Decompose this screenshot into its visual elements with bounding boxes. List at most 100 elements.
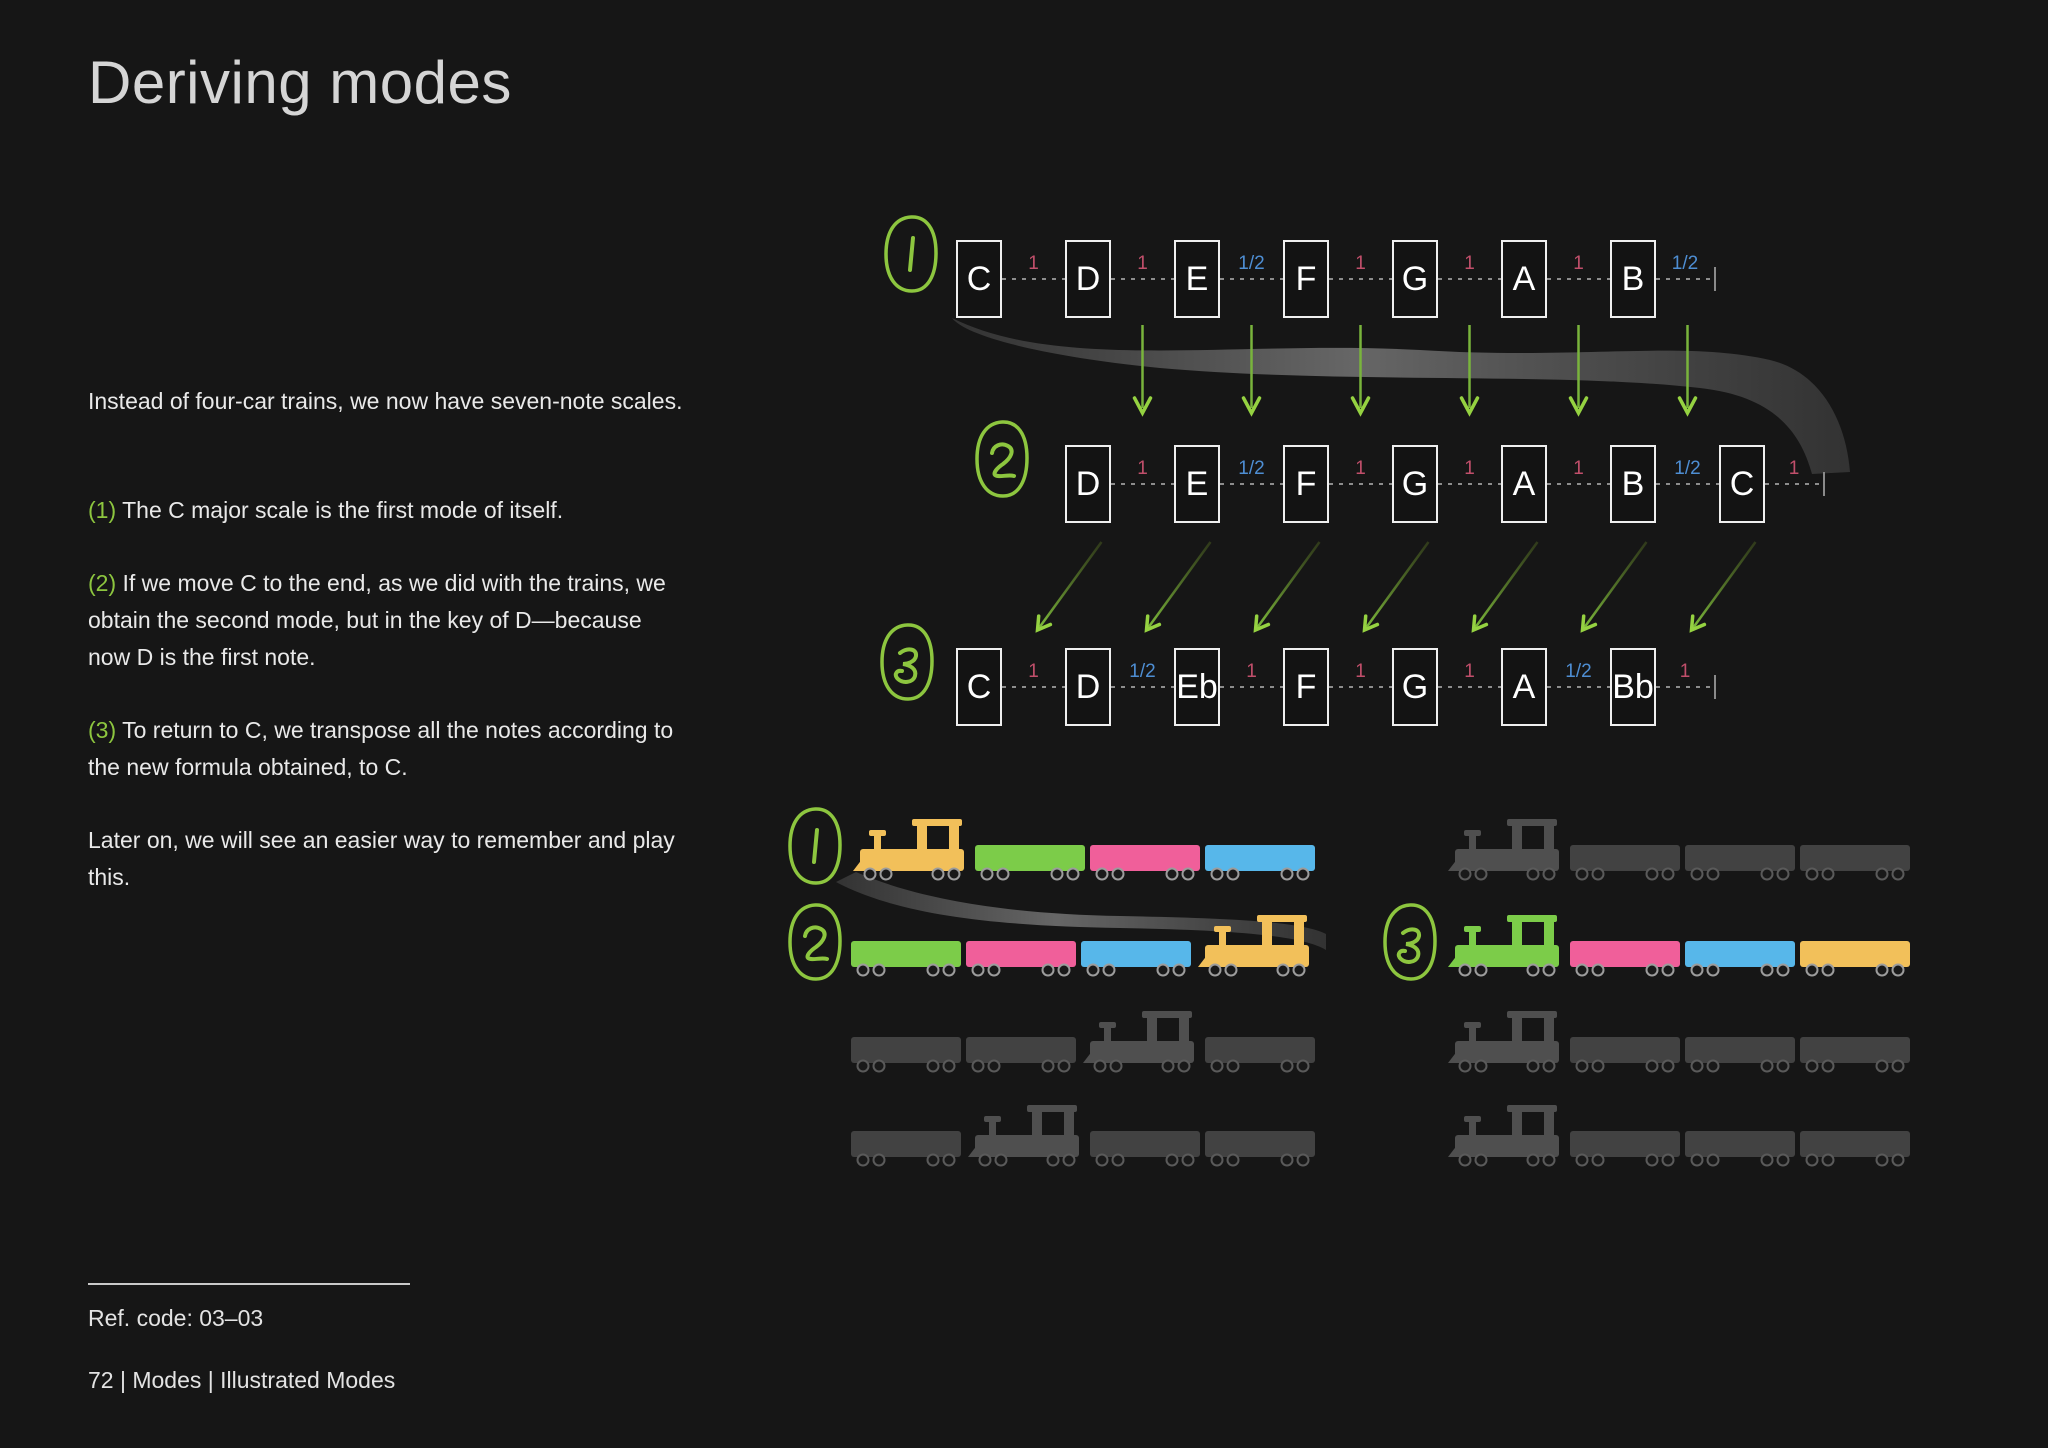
scale-connector bbox=[1438, 686, 1501, 688]
paragraph: (1) The C major scale is the first mode … bbox=[88, 497, 564, 523]
interval-label: 1 bbox=[1028, 661, 1039, 682]
note-box-a: A bbox=[1501, 240, 1547, 318]
interval-label: 1/2 bbox=[1565, 661, 1592, 682]
interval-label: 1/2 bbox=[1129, 661, 1156, 682]
dimmed-train-car bbox=[851, 1131, 961, 1167]
scale-connector bbox=[1220, 686, 1283, 688]
train-circle-1 bbox=[788, 807, 842, 885]
dimmed-train-car bbox=[1800, 845, 1910, 881]
row-circle-2 bbox=[975, 420, 1029, 498]
train-car bbox=[1800, 941, 1910, 977]
scale-connector bbox=[1220, 278, 1283, 280]
list-marker: (2) bbox=[88, 570, 117, 596]
page-title: Deriving modes bbox=[88, 49, 512, 116]
dimmed-train-car bbox=[1800, 1131, 1910, 1167]
note-box-b: B bbox=[1610, 445, 1656, 523]
note-box-f: F bbox=[1283, 445, 1329, 523]
train-car bbox=[1205, 845, 1315, 881]
scale-connector bbox=[1002, 686, 1065, 688]
paragraph: Later on, we will see an easier way to r… bbox=[88, 827, 675, 890]
scale-connector bbox=[1329, 483, 1392, 485]
note-box-bb: Bb bbox=[1610, 648, 1656, 726]
train-car bbox=[1685, 941, 1795, 977]
interval-label: 1 bbox=[1464, 253, 1475, 274]
scale-connector bbox=[1656, 278, 1714, 280]
locomotive bbox=[1448, 915, 1559, 977]
dimmed-train-car bbox=[1090, 1131, 1200, 1167]
note-box-c: C bbox=[1719, 445, 1765, 523]
scale-connector bbox=[1002, 278, 1065, 280]
scale-connector bbox=[1329, 686, 1392, 688]
interval-label: 1 bbox=[1464, 458, 1475, 479]
dimmed-train-car bbox=[851, 1037, 961, 1073]
note-box-g: G bbox=[1392, 445, 1438, 523]
train-car bbox=[975, 845, 1085, 881]
note-box-f: F bbox=[1283, 240, 1329, 318]
train-car bbox=[851, 941, 961, 977]
train-car bbox=[1081, 941, 1191, 977]
dimmed-train-car bbox=[1570, 845, 1680, 881]
list-marker: (3) bbox=[88, 717, 117, 743]
scale-connector bbox=[1329, 278, 1392, 280]
paragraph: Instead of four-car trains, we now have … bbox=[88, 388, 683, 414]
interval-label: 1 bbox=[1137, 458, 1148, 479]
note-box-b: B bbox=[1610, 240, 1656, 318]
locomotive bbox=[853, 819, 964, 881]
interval-label: 1 bbox=[1679, 661, 1691, 682]
train-car bbox=[1090, 845, 1200, 881]
interval-label: 1 bbox=[1788, 458, 1800, 479]
footer-divider bbox=[88, 1283, 410, 1285]
scale-end-tick bbox=[1714, 267, 1716, 291]
interval-label: 1/2 bbox=[1238, 253, 1265, 274]
scale-connector bbox=[1547, 278, 1610, 280]
dimmed-train-car bbox=[1800, 1037, 1910, 1073]
note-box-c: C bbox=[956, 648, 1002, 726]
note-box-e: E bbox=[1174, 240, 1220, 318]
interval-label: 1 bbox=[1355, 661, 1366, 682]
scale-connector bbox=[1547, 686, 1610, 688]
list-marker: (1) bbox=[88, 497, 117, 523]
train-circle-3 bbox=[1383, 903, 1437, 981]
dimmed-locomotive bbox=[1448, 819, 1559, 881]
train-car bbox=[966, 941, 1076, 977]
scale-connector bbox=[1111, 483, 1174, 485]
dimmed-train-car bbox=[1685, 1131, 1795, 1167]
scale-connector bbox=[1438, 278, 1501, 280]
note-box-f: F bbox=[1283, 648, 1329, 726]
paragraph: (2) If we move C to the end, as we did w… bbox=[88, 570, 666, 670]
dimmed-locomotive bbox=[1083, 1011, 1194, 1073]
locomotive bbox=[1198, 915, 1309, 977]
scale-connector bbox=[1547, 483, 1610, 485]
dimmed-train-car bbox=[966, 1037, 1076, 1073]
dimmed-locomotive bbox=[1448, 1105, 1559, 1167]
dimmed-locomotive bbox=[1448, 1011, 1559, 1073]
interval-label: 1 bbox=[1246, 661, 1257, 682]
paragraph: (3) To return to C, we transpose all the… bbox=[88, 717, 674, 780]
interval-label: 1 bbox=[1355, 458, 1366, 479]
row-circle-1 bbox=[884, 215, 938, 293]
interval-label: 1/2 bbox=[1238, 458, 1265, 479]
note-box-g: G bbox=[1392, 240, 1438, 318]
dimmed-train-car bbox=[1685, 1037, 1795, 1073]
move-loco-swoosh bbox=[836, 872, 1326, 950]
ref-code: Ref. code: 03–03 bbox=[88, 1305, 264, 1331]
train-car bbox=[1570, 941, 1680, 977]
interval-label: 1 bbox=[1137, 253, 1148, 274]
page-breadcrumb: 72 | Modes | Illustrated Modes bbox=[88, 1367, 396, 1393]
interval-label: 1 bbox=[1573, 458, 1584, 479]
note-box-a: A bbox=[1501, 648, 1547, 726]
scale-connector bbox=[1656, 686, 1714, 688]
scale-connector bbox=[1765, 483, 1823, 485]
note-box-c: C bbox=[956, 240, 1002, 318]
note-box-a: A bbox=[1501, 445, 1547, 523]
interval-label: 1/2 bbox=[1671, 253, 1699, 274]
dimmed-train-car bbox=[1570, 1131, 1680, 1167]
scale-end-tick bbox=[1823, 472, 1825, 496]
interval-label: 1 bbox=[1464, 661, 1475, 682]
interval-label: 1 bbox=[1355, 253, 1366, 274]
interval-label: 1/2 bbox=[1674, 458, 1701, 479]
note-box-g: G bbox=[1392, 648, 1438, 726]
note-box-d: D bbox=[1065, 445, 1111, 523]
scale-connector bbox=[1438, 483, 1501, 485]
interval-label: 1 bbox=[1028, 253, 1039, 274]
